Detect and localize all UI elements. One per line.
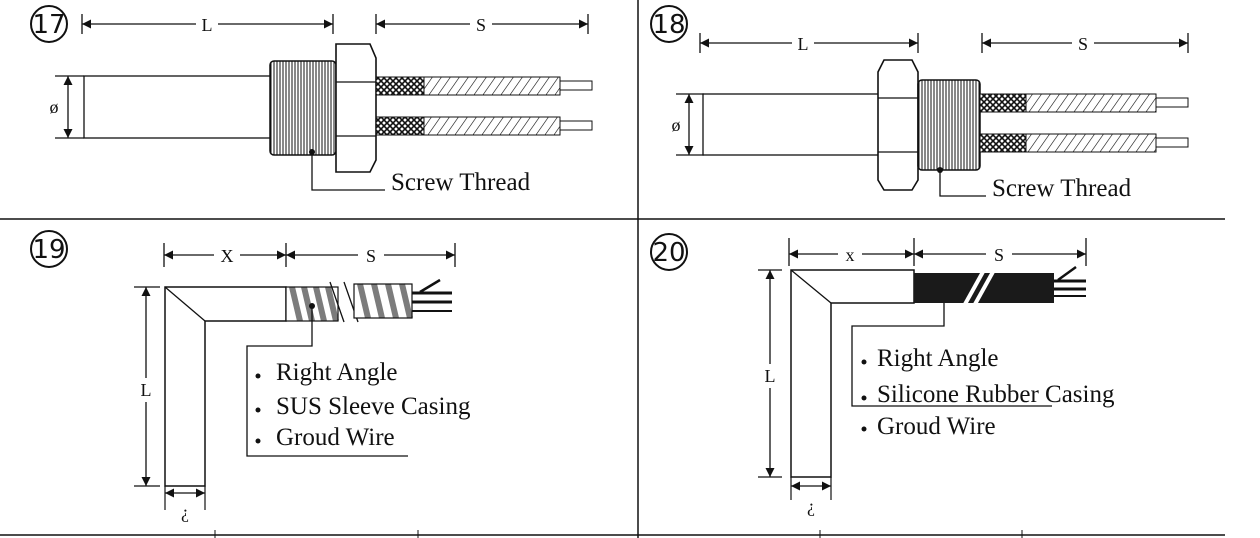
- dimension-diameter-label: ø: [672, 115, 681, 135]
- leader-line: [851, 303, 1052, 407]
- wire-end: [559, 80, 593, 91]
- note-screw-thread: Screw Thread: [391, 169, 531, 196]
- panel-number: 19: [32, 235, 65, 265]
- panel-18: 18 L S ø Screw Thread: [650, 5, 1189, 202]
- note-ground-wire: Groud Wire: [877, 413, 996, 440]
- sus-sleeve-casing: [285, 281, 413, 323]
- note-right-angle: Right Angle: [276, 359, 398, 386]
- panel-19: 19 X S L ¿: [30, 230, 471, 522]
- insulated-lead: [423, 76, 561, 96]
- hex-nut: [335, 43, 377, 173]
- wire-end: [1155, 137, 1189, 148]
- note-screw-thread: Screw Thread: [992, 175, 1132, 202]
- panel-number-badge: [650, 233, 688, 271]
- insulated-lead: [1025, 133, 1157, 153]
- dimension-diameter-label: ¿: [807, 496, 815, 516]
- dimension-s-label: S: [476, 15, 486, 35]
- panel-grid: [0, 0, 1225, 538]
- dimension-l-label: L: [202, 15, 213, 35]
- panel-number-badge: [30, 5, 68, 43]
- dimension-l-label: L: [141, 380, 152, 400]
- leader-line: [311, 152, 385, 191]
- panel-17: 17 L S ø Screw Thread: [30, 5, 593, 196]
- insulated-lead: [1025, 93, 1157, 113]
- braided-sleeve: [979, 133, 1027, 153]
- dimension-s-label: S: [1078, 34, 1088, 54]
- panel-number: 17: [32, 10, 65, 40]
- note-rubber-casing: Silicone Rubber Casing: [877, 381, 1115, 408]
- dimension-s-label: S: [994, 245, 1004, 265]
- dimension-diameter-label: ¿: [181, 502, 189, 522]
- heater-tube: [702, 93, 882, 156]
- leader-line: [246, 306, 408, 457]
- insulated-lead: [423, 116, 561, 136]
- dimension-s-label: S: [366, 246, 376, 266]
- hex-nut: [877, 59, 919, 191]
- panel-20: 20 x S L ¿: [650, 233, 1115, 516]
- dimension-x-label: x: [846, 245, 855, 265]
- wire-end: [1155, 97, 1189, 108]
- braided-sleeve: [375, 116, 425, 136]
- dimension-x-label: X: [221, 246, 234, 266]
- note-right-angle: Right Angle: [877, 345, 999, 372]
- note-sleeve-casing: SUS Sleeve Casing: [276, 393, 471, 420]
- heater-tube: [83, 75, 273, 139]
- leader-line: [939, 170, 986, 197]
- braided-sleeve: [979, 93, 1027, 113]
- screw-thread: [269, 60, 337, 156]
- panel-number: 18: [652, 10, 685, 40]
- wire-end: [559, 120, 593, 131]
- panel-number: 20: [652, 238, 685, 268]
- braided-sleeve: [375, 76, 425, 96]
- dimension-l-label: L: [765, 366, 776, 386]
- note-ground-wire: Groud Wire: [276, 424, 395, 451]
- screw-thread: [917, 79, 981, 171]
- dimension-l-label: L: [798, 34, 809, 54]
- panel-number-badge: [650, 5, 688, 43]
- panel-number-badge: [30, 230, 68, 268]
- dimension-diameter-label: ø: [50, 97, 59, 117]
